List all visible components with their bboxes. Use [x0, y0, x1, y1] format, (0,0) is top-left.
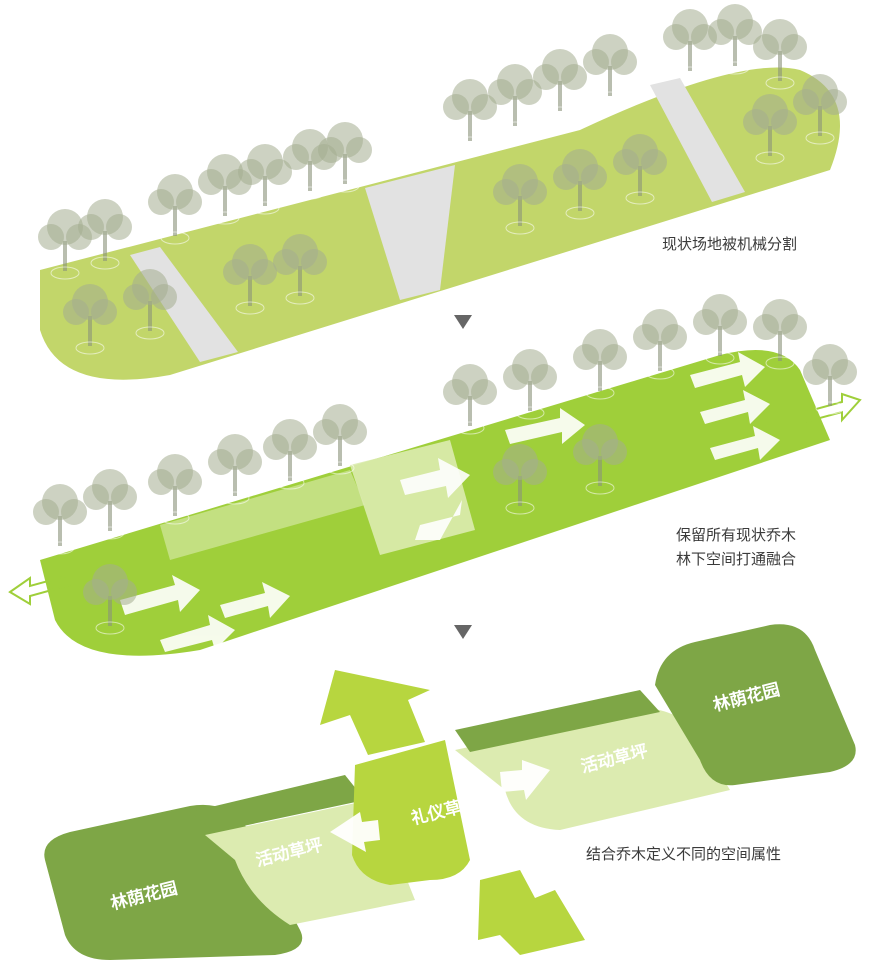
caption-stage3: 结合乔木定义不同的空间属性 — [586, 845, 782, 863]
zone-band-right — [455, 690, 660, 752]
ceremony-arrow-down — [478, 870, 585, 955]
ceremony-arrow-right — [500, 760, 550, 800]
caption-stage2-line2: 林下空间打通融合 — [676, 550, 797, 568]
stage2-arrow-right — [804, 392, 862, 424]
stage2-arrow-left — [8, 573, 71, 606]
ceremony-arrow-up — [320, 670, 430, 755]
zone-band-left — [190, 775, 365, 832]
zone-ceremony-lawn — [320, 670, 585, 955]
down-arrow-2-icon — [454, 625, 472, 639]
caption-stage1: 现状场地被机械分割 — [662, 235, 798, 253]
stage2-site — [8, 293, 862, 656]
zone-shade-garden-right — [655, 624, 856, 786]
stage1-road-3 — [650, 78, 745, 202]
stage1-site — [37, 3, 848, 380]
stage2-flow-arrows — [120, 352, 780, 652]
caption-stage2-line1: 保留所有现状乔木 — [676, 526, 797, 544]
stage3-site: 林荫花园 活动草坪 礼仪草坪 活动草坪 林荫花园 — [44, 624, 856, 960]
down-arrow-1-icon — [454, 315, 472, 329]
stage1-road-2 — [365, 165, 455, 300]
stage2-light-band-2 — [160, 470, 365, 560]
ceremony-arrow-left — [330, 812, 380, 852]
